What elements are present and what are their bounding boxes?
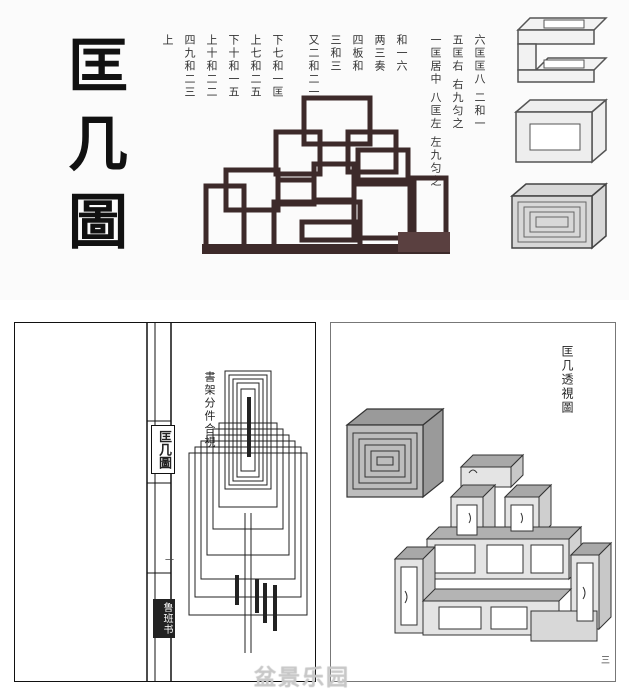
annotation-columns-left: 下七和一匡 上七和二五 下十和一五 上十和二二 四九和二三 上	[152, 34, 284, 99]
component-drawer-icon	[509, 182, 609, 250]
top-illustration: 匡 几 圖 下七和一匡 上七和二五 下十和一五 上十和二二 四九和二三 上 和一…	[0, 0, 629, 300]
shelf-assembly-illustration	[202, 95, 450, 254]
annotation-column: 四板和	[351, 34, 364, 73]
perspective-title: 匡几透視圖	[560, 345, 574, 415]
annotation-column: 四九和二三	[183, 34, 196, 99]
annotation-column: 又二和二一	[307, 34, 320, 99]
drawer-box-perspective	[345, 407, 445, 499]
annotation-column: 一匡居中 八匡左 左九匀之	[429, 34, 442, 188]
left-book-page: 匡几圖 鲁班书 書架分件合視 一	[14, 322, 316, 682]
annotation-columns-right: 六匡匡八 二和一 五匡右 右九匀之 一匡居中 八匡左 左九匀之	[420, 34, 486, 188]
calligraphy-title: 匡 几 圖	[58, 28, 138, 262]
exploded-components-diagram	[188, 370, 308, 653]
title-char: 匡	[68, 32, 128, 102]
annotation-column: 六匡匡八 二和一	[473, 34, 486, 131]
annotation-column: 五匡右 右九匀之	[451, 34, 464, 131]
annotation-columns-mid: 和一六 两三奏 四板和 三和三 又二和二一	[298, 34, 408, 99]
book-footer-mark: 鲁班书	[153, 599, 175, 638]
page-number: 一	[165, 556, 175, 566]
annotation-column: 三和三	[329, 34, 342, 73]
shelf-perspective-drawing	[393, 453, 613, 642]
watermark: 盆景乐园	[254, 666, 351, 691]
annotation-column: 下七和一匡	[271, 34, 284, 99]
title-char: 几	[68, 110, 128, 180]
component-frame-icon	[516, 17, 608, 83]
annotation-column: 上七和二五	[249, 34, 262, 99]
annotation-column: 上	[161, 34, 174, 47]
component-box-icon	[513, 98, 609, 164]
annotation-column: 和一六	[395, 34, 408, 73]
book-title-label: 匡几圖	[151, 425, 175, 474]
annotation-column: 下十和一五	[227, 34, 240, 99]
annotation-column: 两三奏	[373, 34, 386, 73]
page-number: 三	[601, 656, 611, 666]
right-book-page: 匡几透視圖 匡几 三	[330, 322, 616, 682]
title-char: 圖	[68, 188, 128, 258]
annotation-column: 上十和二二	[205, 34, 218, 99]
